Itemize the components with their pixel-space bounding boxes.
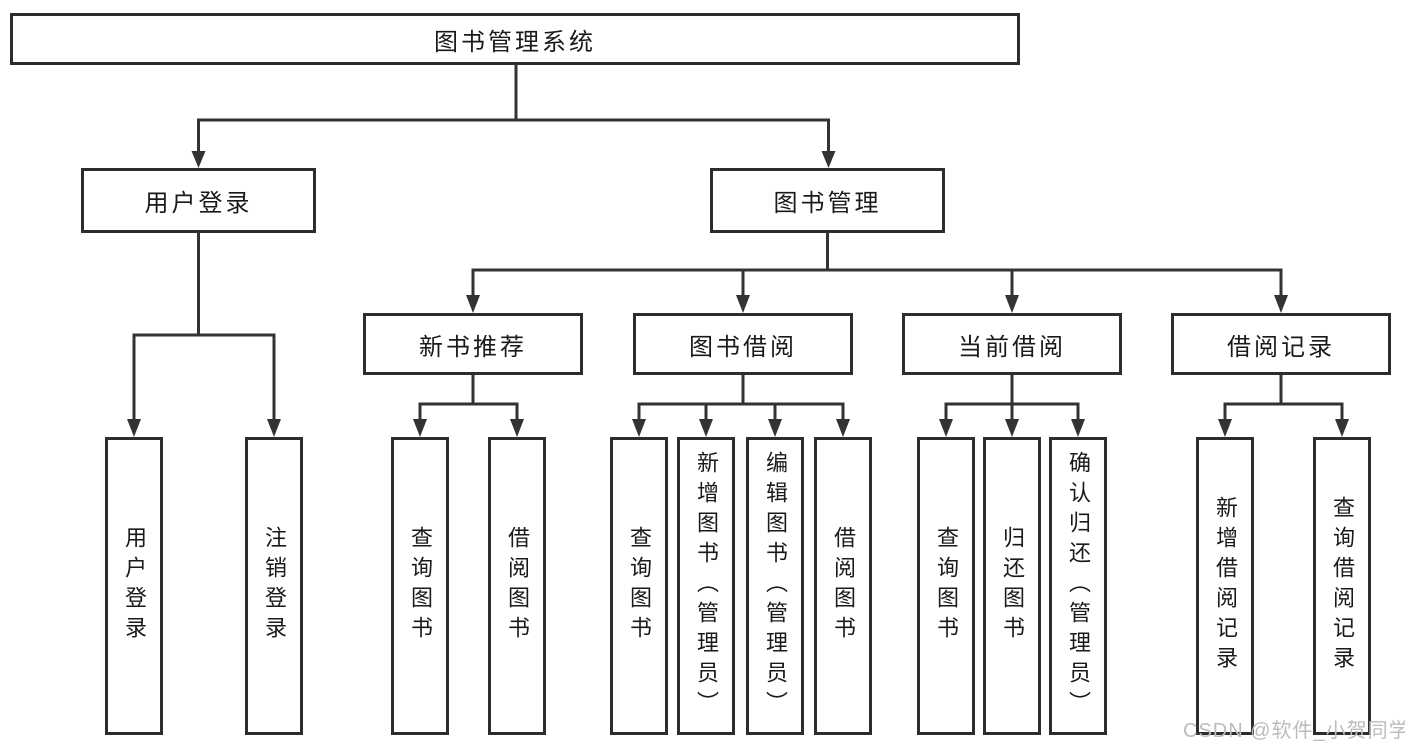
node-new-book-recommend-label: 新书推荐 <box>419 333 527 361</box>
connector-book-borrow-children <box>632 375 850 437</box>
leaf-logout: 注销登录 <box>245 437 303 735</box>
leaf-query-books-borrow: 查询图书 <box>610 437 668 735</box>
leaf-add-borrow-record-label: 新增借阅记录 <box>1213 496 1238 676</box>
leaf-borrow-books-recommend: 借阅图书 <box>488 437 546 735</box>
node-root: 图书管理系统 <box>10 13 1020 65</box>
leaf-return-book: 归还图书 <box>983 437 1041 735</box>
leaf-return-book-label: 归还图书 <box>1000 526 1025 646</box>
node-user-login: 用户登录 <box>81 168 316 233</box>
connector-user-login-children <box>127 233 281 437</box>
leaf-borrow-books: 借阅图书 <box>814 437 872 735</box>
connector-book-mgmt-children <box>466 233 1288 313</box>
leaf-borrow-books-recommend-label: 借阅图书 <box>505 526 530 646</box>
node-root-label: 图书管理系统 <box>434 28 596 56</box>
connector-new-book-children <box>413 375 524 437</box>
leaf-user-login-label: 用户登录 <box>122 526 147 646</box>
node-book-management-label: 图书管理 <box>773 190 882 217</box>
leaf-query-borrow-record-label: 查询借阅记录 <box>1330 496 1355 676</box>
node-new-book-recommend: 新书推荐 <box>363 313 583 375</box>
leaf-edit-book-admin-label: 编辑图书（管理员） <box>763 451 788 721</box>
leaf-edit-book-admin: 编辑图书（管理员） <box>746 437 804 735</box>
leaf-logout-label: 注销登录 <box>262 526 287 646</box>
leaf-add-book-admin: 新增图书（管理员） <box>677 437 735 735</box>
node-book-borrow: 图书借阅 <box>633 313 853 375</box>
node-current-borrow-label: 当前借阅 <box>958 333 1066 361</box>
node-book-management: 图书管理 <box>710 168 945 233</box>
connector-current-borrow-children <box>939 375 1085 437</box>
leaf-confirm-return-admin: 确认归还（管理员） <box>1049 437 1107 735</box>
leaf-query-borrow-record: 查询借阅记录 <box>1313 437 1371 735</box>
leaf-query-books-current-label: 查询图书 <box>934 526 959 646</box>
leaf-query-books-recommend: 查询图书 <box>391 437 449 735</box>
node-current-borrow: 当前借阅 <box>902 313 1122 375</box>
leaf-confirm-return-admin-label: 确认归还（管理员） <box>1066 451 1091 721</box>
leaf-query-books-current: 查询图书 <box>917 437 975 735</box>
leaf-query-books-recommend-label: 查询图书 <box>408 526 433 646</box>
connector-borrow-records-children <box>1218 375 1349 437</box>
leaf-add-borrow-record: 新增借阅记录 <box>1196 437 1254 735</box>
leaf-query-books-borrow-label: 查询图书 <box>627 526 652 646</box>
watermark: CSDN @软件_小贺同学 <box>1183 720 1405 742</box>
node-book-borrow-label: 图书借阅 <box>689 333 797 361</box>
leaf-borrow-books-label: 借阅图书 <box>831 526 856 646</box>
node-borrow-records: 借阅记录 <box>1171 313 1391 375</box>
node-user-login-label: 用户登录 <box>144 190 253 217</box>
node-borrow-records-label: 借阅记录 <box>1227 333 1335 361</box>
leaf-user-login: 用户登录 <box>105 437 163 735</box>
connector-root-to-level2 <box>191 65 836 168</box>
leaf-add-book-admin-label: 新增图书（管理员） <box>694 451 719 721</box>
